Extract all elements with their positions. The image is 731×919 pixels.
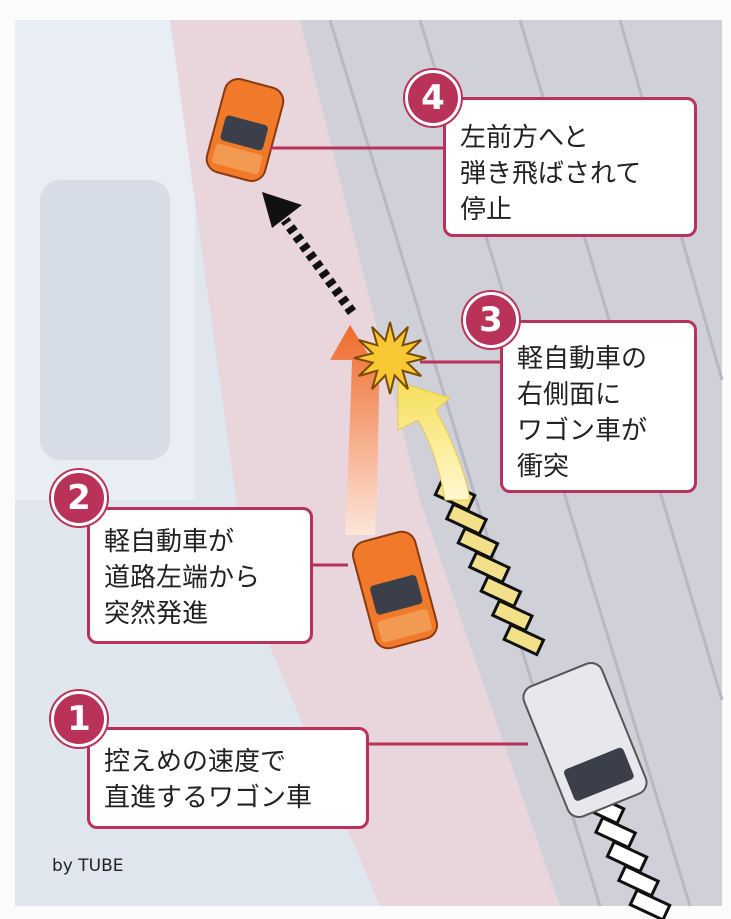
leader-lines xyxy=(270,146,528,746)
callout-1-line: 直進するワゴン車 xyxy=(104,783,313,813)
step-badge-1: 1 xyxy=(51,691,107,747)
wagon-direction-arrow xyxy=(397,381,471,501)
kei-car-trajectory xyxy=(280,217,357,315)
callout-3-line: ワゴン車が xyxy=(517,416,648,446)
callout-1-line: 控えめの速度で xyxy=(104,747,287,777)
kei-car-stopped xyxy=(205,78,285,182)
callout-2: 軽自動車が 道路左端から 突然発進 xyxy=(87,507,313,644)
kei-car-start xyxy=(352,530,438,650)
callout-2-line: 道路左端から xyxy=(104,563,261,593)
callout-3-line: 右側面に xyxy=(517,380,622,410)
wagon-path-dash xyxy=(444,502,489,536)
kei-car-start-arrow xyxy=(330,325,380,535)
callout-4-line: 停止 xyxy=(460,195,513,225)
wagon-path-dash xyxy=(467,550,512,585)
callout-3: 軽自動車の 右側面に ワゴン車が 衝突 xyxy=(500,320,697,493)
wagon-path-dash xyxy=(479,574,523,609)
callout-3-line: 衝突 xyxy=(517,452,570,482)
wagon-path-dash xyxy=(605,839,649,874)
wagon-path-dash xyxy=(593,815,638,850)
callout-4-line: 左前方へと xyxy=(460,123,589,153)
wagon-car xyxy=(522,661,648,819)
building-roof xyxy=(40,180,170,460)
wagon-path-dash xyxy=(616,864,661,898)
credit: by TUBE xyxy=(52,856,124,876)
wagon-path-dash xyxy=(456,526,500,561)
trajectory-arrowhead xyxy=(262,192,302,228)
callout-4-line: 弾き飛ばされて xyxy=(460,159,642,189)
step-badge-3: 3 xyxy=(463,292,519,348)
step-badge-4: 4 xyxy=(405,70,461,126)
step-badge-2: 2 xyxy=(51,470,107,526)
callout-2-line: 軽自動車が xyxy=(104,527,235,557)
callout-1: 控えめの速度で 直進するワゴン車 xyxy=(87,727,369,829)
impact-starburst xyxy=(353,321,427,395)
callout-4: 左前方へと 弾き飛ばされて 停止 xyxy=(443,97,697,237)
wagon-path-dash xyxy=(490,598,535,633)
callout-3-line: 軽自動車の xyxy=(517,344,648,374)
wagon-path-dash xyxy=(502,622,546,657)
callout-2-line: 突然発進 xyxy=(104,599,209,629)
wagon-path-dash xyxy=(628,888,672,919)
